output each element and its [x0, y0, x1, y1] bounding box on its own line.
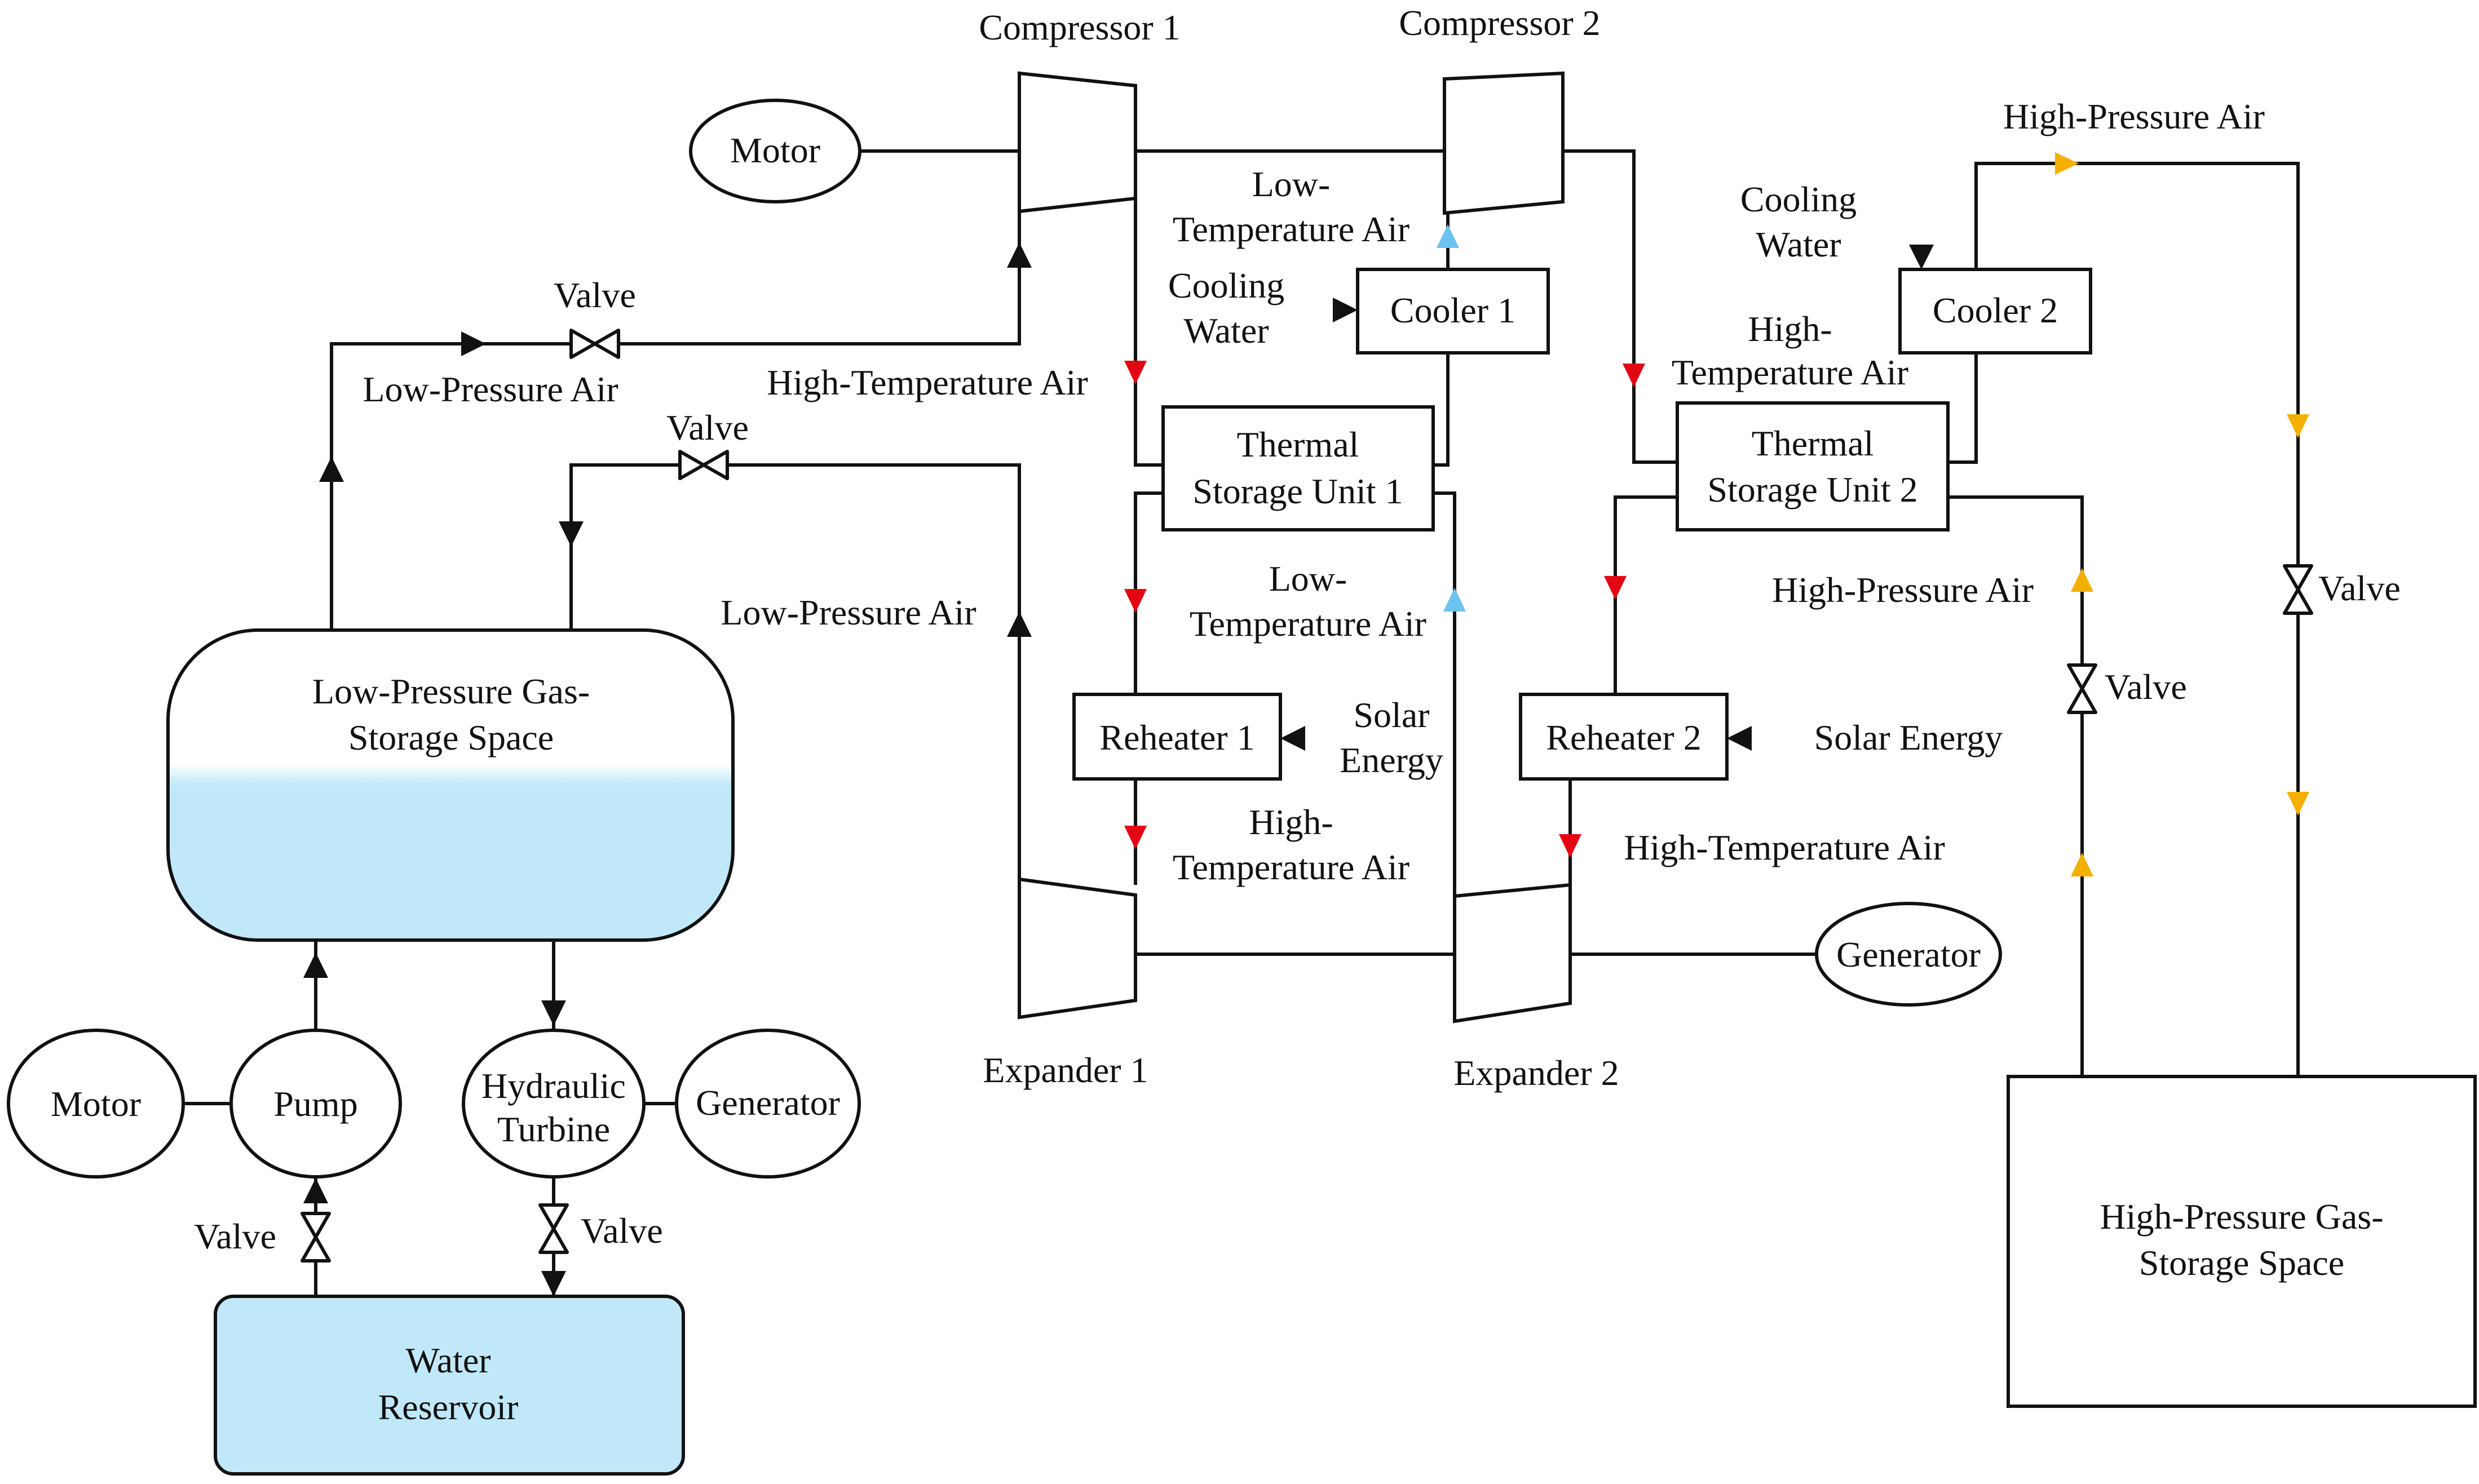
cooling-water-label-line2: Water: [1756, 224, 1841, 264]
hydraulic-turbine-label-line2: Turbine: [497, 1109, 610, 1149]
valve-icon: [2067, 663, 2097, 714]
valve-icon: [2283, 564, 2313, 615]
water-reservoir-label-line1: Water: [405, 1340, 491, 1380]
water-reservoir: [214, 1295, 685, 1476]
compressor-1-label: Compressor 1: [979, 7, 1180, 47]
low-pressure-air-label: Low-Pressure Air: [363, 369, 618, 409]
high-pressure-air-label: High-Pressure Air: [2003, 96, 2265, 136]
compressor-2: [1443, 71, 1565, 215]
valve-label: Valve: [581, 1211, 663, 1251]
high-pressure-gas-storage: [2007, 1075, 2477, 1408]
cooling-water-label-line2: Water: [1183, 311, 1269, 351]
compressor-1: [1018, 71, 1137, 214]
high-temperature-air-label-line1: High-: [1249, 802, 1333, 842]
pump: [229, 1029, 402, 1179]
high-temperature-air-label: High-Temperature Air: [767, 362, 1088, 402]
thermal-storage-unit-2: [1676, 401, 1950, 531]
hydraulic-turbine: [462, 1029, 646, 1179]
cooler-1-label: Cooler 1: [1390, 290, 1515, 330]
water-reservoir-label-line2: Reservoir: [378, 1387, 519, 1427]
valve-label: Valve: [666, 407, 749, 448]
cooler-2: [1898, 268, 2092, 355]
valve-label: Valve: [2105, 667, 2187, 707]
cooling-water-label-line1: Cooling: [1168, 265, 1284, 305]
low-temperature-air-label-line1: Low-: [1252, 164, 1331, 204]
expander-2: [1453, 883, 1572, 1024]
high-temperature-air-label-line2: Temperature Air: [1672, 352, 1908, 392]
low-pressure-air-label: Low-Pressure Air: [721, 592, 976, 632]
high-pressure-air-label: High-Pressure Air: [1772, 570, 2034, 610]
tsu-1-label-line2: Storage Unit 1: [1192, 471, 1403, 511]
valve-icon: [301, 1212, 331, 1262]
low-temperature-air-label-line1: Low-: [1269, 559, 1347, 599]
expander-1-label: Expander 1: [983, 1050, 1148, 1090]
valve-label: Valve: [554, 275, 636, 315]
solar-energy-label: Solar Energy: [1814, 717, 2003, 757]
compressor-2-label: Compressor 2: [1399, 3, 1600, 43]
valve-icon: [538, 1203, 569, 1254]
high-pressure-flow-icon: [2055, 152, 2309, 876]
valve-label: Valve: [2318, 568, 2401, 608]
low-temperature-air-label-line2: Temperature Air: [1173, 209, 1409, 249]
generator-bottom-label: Generator: [696, 1083, 840, 1123]
low-pressure-gas-storage: [166, 628, 735, 942]
reheater-1-label: Reheater 1: [1099, 717, 1254, 757]
hp-storage-label-line1: High-Pressure Gas-: [2100, 1197, 2384, 1237]
reheater-2-label: Reheater 2: [1546, 717, 1701, 757]
solar-energy-label-line2: Energy: [1340, 740, 1443, 780]
generator-right: [1815, 902, 2002, 1007]
hydraulic-turbine-label-line1: Hydraulic: [481, 1066, 626, 1106]
lp-storage-label-line2: Storage Space: [348, 717, 554, 757]
reheater-1: [1072, 693, 1282, 781]
lp-storage-label-line1: Low-Pressure Gas-: [312, 671, 590, 711]
high-temperature-air-label-line1: High-: [1748, 309, 1832, 349]
cooling-water-label-line1: Cooling: [1740, 179, 1857, 219]
motor-bottom: [7, 1029, 185, 1179]
valve-icon: [569, 329, 620, 359]
thermal-storage-unit-1: [1161, 405, 1435, 531]
motor-bottom-label: Motor: [51, 1084, 141, 1124]
reheater-2: [1519, 693, 1729, 781]
generator-right-label: Generator: [1836, 934, 1981, 974]
tsu-2-label-line1: Thermal: [1752, 423, 1874, 463]
motor-top-label: Motor: [730, 130, 820, 170]
tsu-2-label-line2: Storage Unit 2: [1707, 469, 1917, 510]
low-temperature-air-label-line2: Temperature Air: [1190, 604, 1426, 644]
motor-top: [689, 99, 861, 203]
generator-bottom: [675, 1029, 861, 1179]
expander-1: [1018, 877, 1137, 1020]
expander-2-label: Expander 2: [1453, 1053, 1619, 1093]
hp-storage-label-line2: Storage Space: [2139, 1243, 2344, 1283]
low-temperature-flow-icon: [1437, 224, 1466, 612]
tsu-1-label-line1: Thermal: [1237, 424, 1359, 464]
valve-label: Valve: [194, 1216, 276, 1256]
cooler-2-label: Cooler 2: [1933, 290, 2058, 330]
solar-energy-label-line1: Solar: [1353, 695, 1429, 735]
high-temperature-air-label-line2: Temperature Air: [1173, 847, 1409, 887]
flow-arrow-icon: [303, 242, 1934, 1296]
valve-icon: [678, 450, 729, 480]
cooler-1: [1356, 268, 1550, 355]
high-temperature-air-label: High-Temperature Air: [1624, 827, 1945, 867]
high-temperature-flow-icon: [1124, 361, 1645, 858]
pump-label: Pump: [273, 1084, 357, 1124]
